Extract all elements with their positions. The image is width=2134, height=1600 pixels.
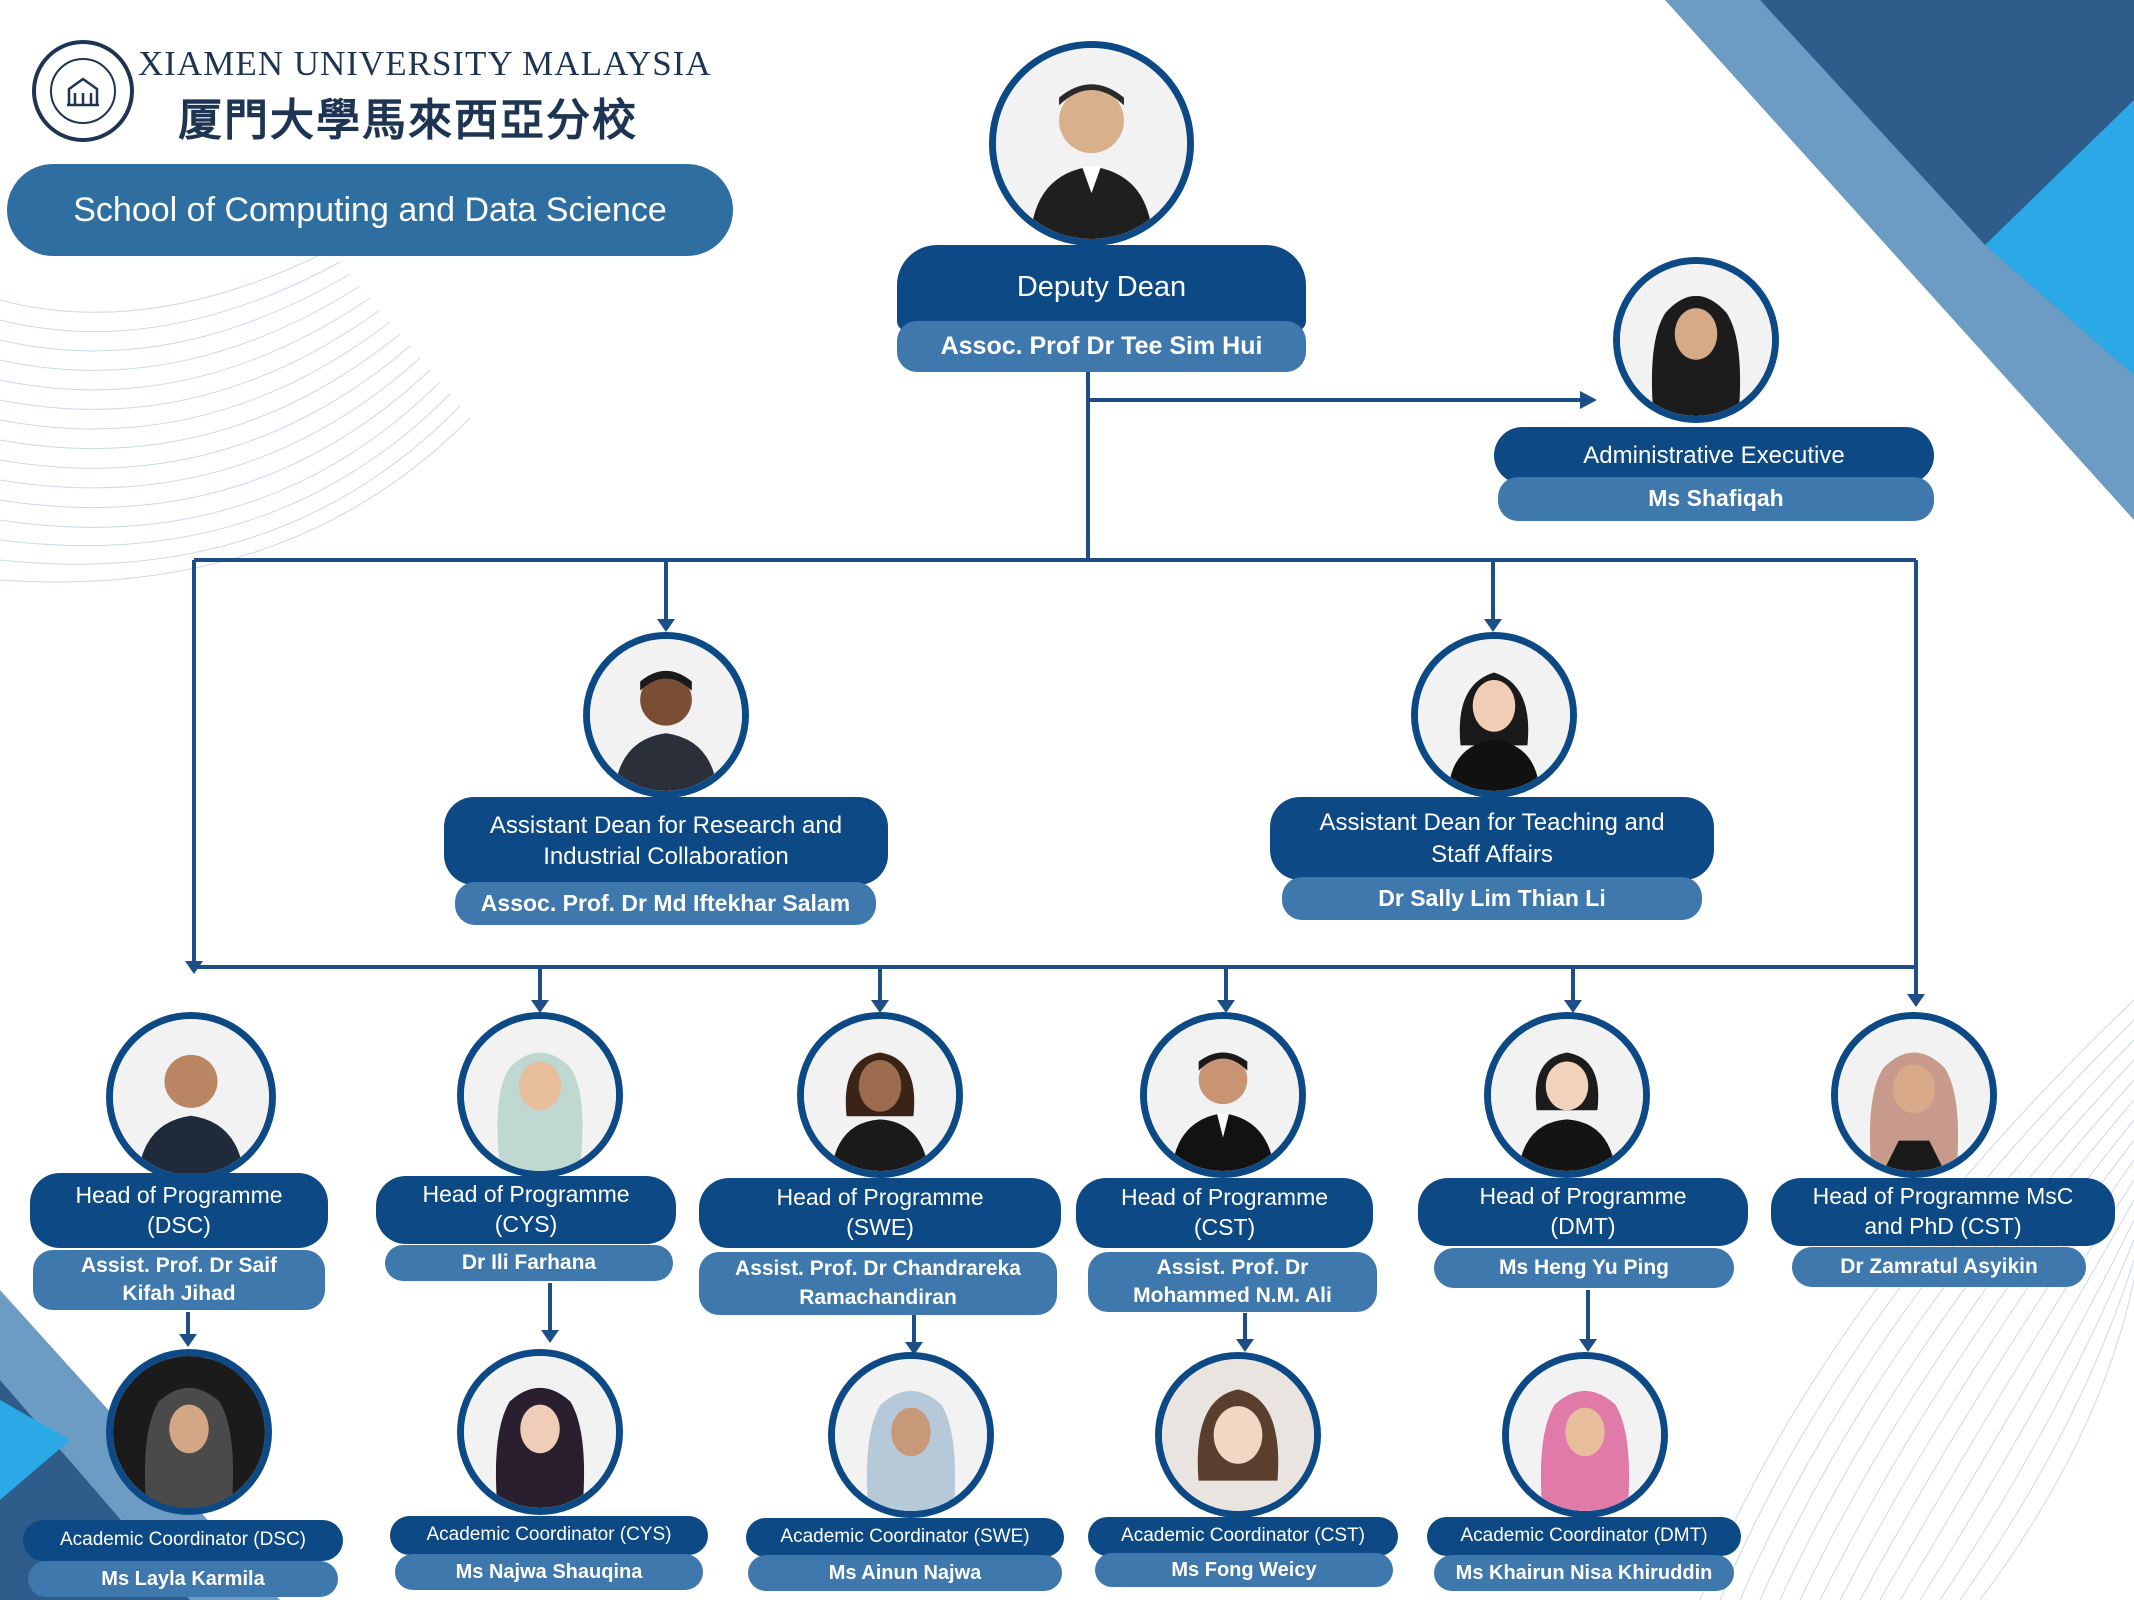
hop-swe-name: Assist. Prof. Dr Chandrareka Ramachandir… [699,1252,1057,1315]
ac-swe-photo [828,1352,994,1518]
university-seal-logo [32,40,134,142]
person-icon [835,1359,987,1511]
person-icon [996,48,1187,239]
ac-dsc-name: Ms Layla Karmila [28,1561,338,1597]
ac-dsc-photo [106,1349,272,1515]
school-title: School of Computing and Data Science [7,164,733,256]
person-icon [113,1356,265,1508]
deputy-dean-photo [989,41,1194,246]
ac-cys-name: Ms Najwa Shauqina [395,1554,703,1590]
person-icon [1509,1359,1661,1511]
ac-dsc-role: Academic Coordinator (DSC) [23,1520,343,1561]
ac-cst-name: Ms Fong Weicy [1095,1553,1393,1587]
ac-dmt-photo [1502,1352,1668,1518]
ac-cys-role: Academic Coordinator (CYS) [390,1516,708,1555]
admin-executive-photo [1613,257,1779,423]
ac-dmt-name: Ms Khairun Nisa Khiruddin [1434,1555,1734,1591]
arrowhead-ac-dmt [1579,1339,1597,1352]
ad-research-photo [583,632,749,798]
university-name-zh: 厦門大學馬來西亞分校 [178,95,638,146]
arrowhead-ad-teaching [1484,619,1502,632]
ac-cys-photo [457,1349,623,1515]
ad-teaching-name: Dr Sally Lim Thian Li [1282,877,1702,920]
ad-research-role: Assistant Dean for Research and Industri… [444,797,888,885]
ac-swe-role: Academic Coordinator (SWE) [746,1518,1064,1557]
person-icon [590,639,742,791]
admin-executive-role: Administrative Executive [1494,427,1934,484]
arrowhead-ac-dsc [179,1334,197,1347]
person-icon [464,1019,616,1171]
hop-swe-role: Head of Programme (SWE) [699,1178,1061,1248]
hop-dmt-name: Ms Heng Yu Ping [1434,1248,1734,1288]
person-icon [113,1019,269,1175]
hop-swe-photo [797,1012,963,1178]
ad-research-name: Assoc. Prof. Dr Md Iftekhar Salam [455,882,876,925]
ad-teaching-role: Assistant Dean for Teaching and Staff Af… [1270,797,1714,880]
hop-dsc-name: Assist. Prof. Dr Saif Kifah Jihad [33,1250,325,1310]
person-icon [1620,264,1772,416]
arrowhead-hop-msc [1907,994,1925,1007]
person-icon [1418,639,1570,791]
hop-cst-role: Head of Programme (CST) [1076,1178,1373,1248]
ac-cst-photo [1155,1352,1321,1518]
person-icon [1147,1019,1299,1171]
arrowhead-ac-cst [1236,1339,1254,1352]
hop-cys-role: Head of Programme (CYS) [376,1176,676,1244]
hop-dmt-photo [1484,1012,1650,1178]
hop-msc-role: Head of Programme MsC and PhD (CST) [1771,1178,2115,1246]
arrowhead-ac-cys [541,1330,559,1343]
arrowhead-hop-dsc [185,961,203,974]
hop-cys-name: Dr Ili Farhana [385,1245,673,1281]
hop-dsc-role: Head of Programme (DSC) [30,1173,328,1248]
deputy-dean-name: Assoc. Prof Dr Tee Sim Hui [897,321,1306,372]
admin-executive-name: Ms Shafiqah [1498,477,1934,521]
hop-cst-name: Assist. Prof. Dr Mohammed N.M. Ali [1088,1252,1377,1312]
person-icon [1491,1019,1643,1171]
hop-cst-photo [1140,1012,1306,1178]
person-icon [464,1356,616,1508]
deputy-dean-role: Deputy Dean [897,245,1306,331]
building-icon [67,77,99,107]
hop-msc-name: Dr Zamratul Asyikin [1792,1247,2086,1287]
person-icon [1162,1359,1314,1511]
arrowhead-ad-research [657,619,675,632]
ad-teaching-photo [1411,632,1577,798]
ac-cst-role: Academic Coordinator (CST) [1088,1517,1398,1556]
hop-dsc-photo [106,1012,276,1182]
university-name-en: XIAMEN UNIVERSITY MALAYSIA [138,44,712,83]
hop-msc-photo [1831,1012,1997,1178]
person-icon [1838,1019,1990,1171]
hop-dmt-role: Head of Programme (DMT) [1418,1178,1748,1246]
ac-dmt-role: Academic Coordinator (DMT) [1427,1517,1741,1556]
arrowhead-admin [1580,391,1597,409]
ac-swe-name: Ms Ainun Najwa [748,1555,1062,1591]
hop-cys-photo [457,1012,623,1178]
person-icon [804,1019,956,1171]
